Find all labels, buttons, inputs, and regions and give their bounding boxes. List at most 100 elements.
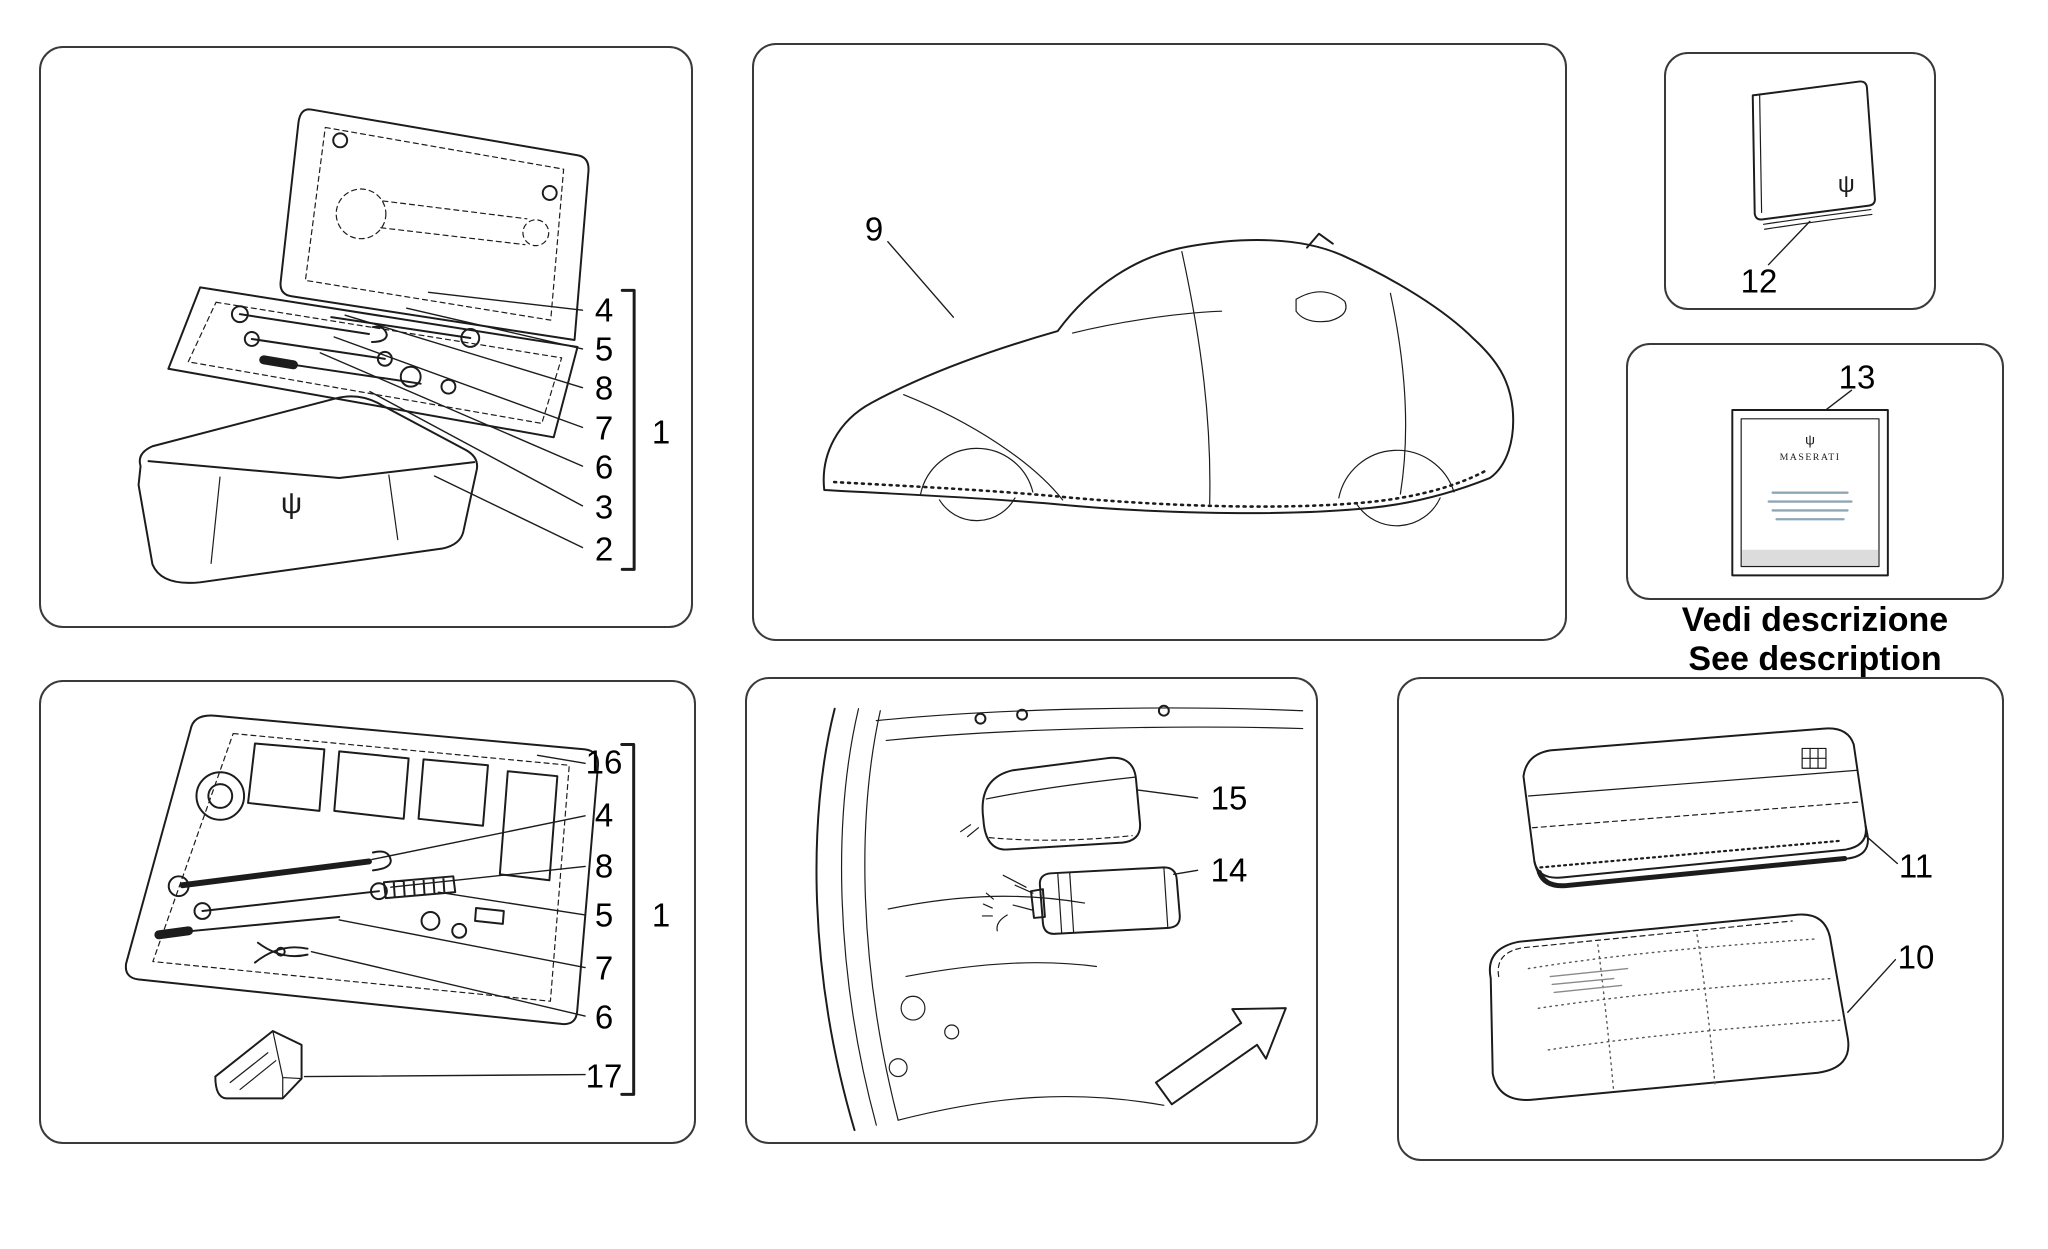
extinguisher-neck (1030, 888, 1046, 919)
callout-group-1: 1 (651, 413, 671, 451)
file-tool (382, 875, 457, 900)
callout-15: 15 (1210, 779, 1248, 817)
bag-label-text (1549, 967, 1629, 994)
quilting-lines (1527, 938, 1841, 1051)
callout-10: 10 (1897, 938, 1935, 976)
wheel-chock (214, 1029, 303, 1100)
framed-card: ψ MASERATI (1731, 408, 1889, 577)
car-cover-illustration (822, 232, 1515, 527)
grommet-hole (332, 132, 349, 149)
large-wrench (179, 858, 372, 889)
tray-tools (154, 850, 505, 964)
callout-5: 5 (594, 896, 614, 934)
callout-4: 4 (594, 291, 614, 329)
callout-16: 16 (585, 743, 623, 781)
bolt-hole (1157, 704, 1170, 717)
callout-5: 5 (594, 330, 614, 368)
grommet-hole (541, 185, 558, 201)
panel-booklet: ψ (1664, 52, 1936, 310)
card-shadow-band (1742, 549, 1879, 566)
tool-kit-tray (167, 286, 579, 439)
soft-case (1488, 913, 1850, 1101)
tool-tray-body (124, 714, 600, 1026)
cases-illustration (1488, 727, 1899, 1101)
leader-lines (319, 291, 584, 549)
callout-13: 13 (1838, 358, 1876, 396)
trident-icon: ψ (281, 487, 302, 520)
brand-text: MASERATI (1780, 452, 1841, 463)
page-edges (1762, 208, 1873, 230)
antenna-fin (1306, 232, 1334, 249)
callout-8: 8 (594, 847, 614, 885)
tool-kit-lid (279, 108, 590, 341)
spray-marks (981, 892, 994, 917)
wrench-cutout (335, 188, 387, 240)
extinguisher-valve (996, 874, 1034, 932)
cover-hem (832, 468, 1489, 508)
caption-line-italian: Vedi descrizione (1681, 601, 1949, 639)
callout-group-1: 1 (651, 896, 671, 934)
wrench (201, 890, 380, 912)
card-text-lines (1767, 491, 1853, 521)
callout-4: 4 (594, 796, 614, 834)
callout-11: 11 (1898, 847, 1934, 885)
screwdriver (171, 915, 341, 934)
bolt-hole (974, 712, 987, 725)
wrench (250, 337, 386, 360)
side-slot (498, 770, 559, 882)
group-bracket (620, 288, 636, 571)
description-caption: Vedi descrizione See description (1626, 601, 2004, 679)
caption-line-english: See description (1688, 640, 1942, 678)
wheel-arches (920, 447, 1455, 499)
leader-line-9 (887, 240, 955, 318)
tool-bag (960, 756, 1142, 851)
callout-2: 2 (594, 530, 614, 568)
screwdriver-handle (154, 926, 194, 940)
callout-7: 7 (594, 409, 614, 447)
panel-trunk-kit (745, 677, 1318, 1144)
trunk-kit-illustration (815, 704, 1304, 1132)
hard-case (1522, 727, 1869, 889)
panel-tool-kit-open: ψ (39, 46, 693, 628)
fire-extinguisher (981, 866, 1181, 935)
panel-description-card: ψ MASERATI (1626, 343, 2004, 600)
bolt-hole (1016, 708, 1029, 721)
edge-stitching (1497, 920, 1793, 978)
booklet-illustration: ψ (1751, 80, 1876, 266)
cover-seams (903, 251, 1407, 505)
tool-bar (330, 316, 472, 339)
leader-line-13 (1825, 389, 1853, 411)
case-piping (1536, 856, 1848, 889)
tool-kit-pouch: ψ (137, 395, 479, 584)
description-card-illustration: ψ MASERATI (1731, 389, 1889, 577)
callout-9: 9 (864, 210, 884, 248)
spine-line (1759, 93, 1763, 214)
leader-lines (1847, 835, 1899, 1013)
callout-3: 3 (594, 488, 614, 526)
leader-line-12 (1767, 220, 1811, 266)
mirror-pocket (1295, 291, 1347, 323)
callout-6: 6 (594, 998, 614, 1036)
tool-kit-open-illustration: ψ (137, 108, 636, 584)
panel-cases (1397, 677, 2004, 1161)
pliers (253, 941, 309, 964)
callout-17: 17 (585, 1057, 623, 1095)
callout-8: 8 (594, 369, 614, 407)
trunk-body (815, 704, 1304, 1132)
tool-tray-illustration (124, 714, 636, 1100)
panel-tool-tray (39, 680, 696, 1144)
callout-7: 7 (594, 949, 614, 987)
leader-lines (1137, 789, 1199, 876)
callout-6: 6 (594, 448, 614, 486)
callout-12: 12 (1740, 262, 1778, 300)
panel-car-cover (752, 43, 1567, 641)
wrench (238, 313, 370, 336)
screwdriver-handle (259, 355, 298, 370)
callout-14: 14 (1210, 851, 1248, 889)
covered-car (822, 232, 1515, 527)
leader-lines (303, 754, 586, 1078)
group-bracket (620, 742, 636, 1096)
booklet: ψ (1751, 80, 1876, 230)
trident-icon: ψ (1838, 172, 1855, 198)
